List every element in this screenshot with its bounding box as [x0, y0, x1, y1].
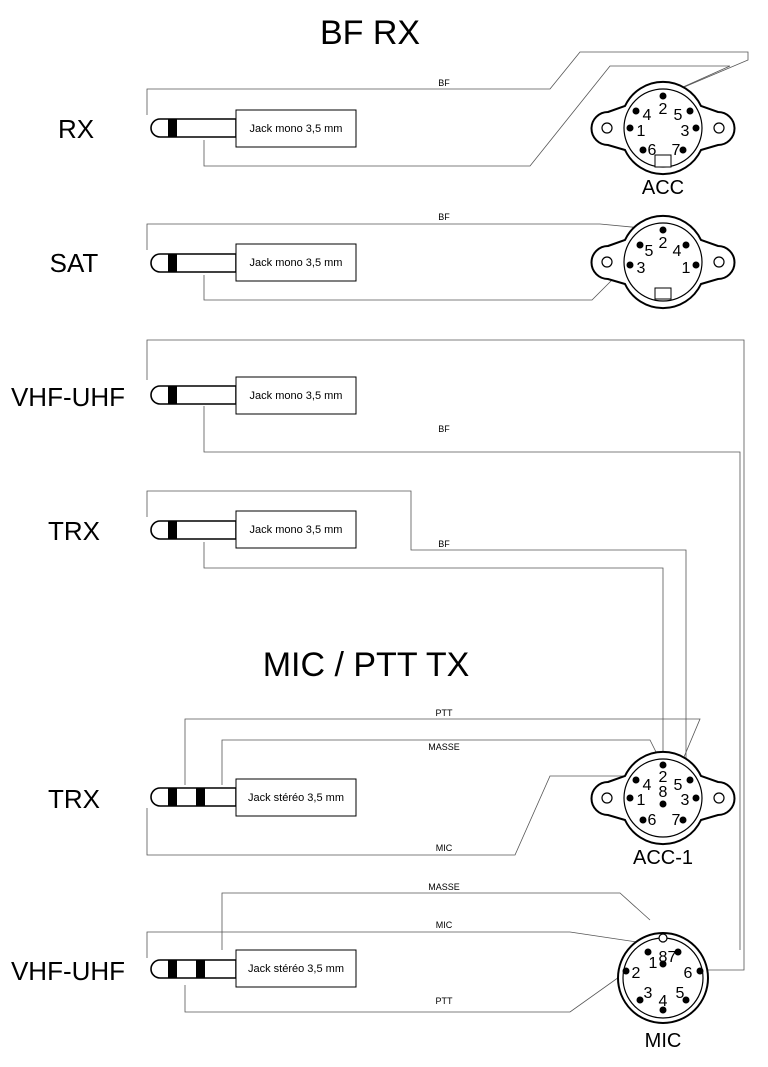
acc1-name: ACC-1 [633, 847, 693, 869]
mic-pin-4: 4 [659, 993, 668, 1010]
wire-trx-ptt [184, 718, 701, 785]
din-connector-acc-1: 2 4 5 8 1 3 6 7 ACC-1 [590, 750, 736, 869]
wire-trx-mic [146, 775, 640, 856]
mic-pin-2: 2 [632, 965, 641, 982]
acc1-pin-4: 4 [643, 777, 652, 794]
wire-label-ptt-2: PTT [436, 996, 454, 1006]
row-label-vhf-uhf-mono: VHF-UHF [11, 382, 125, 412]
sat-pin-5: 5 [645, 243, 654, 260]
jack-label-trx-mono: Jack mono 3,5 mm [250, 524, 343, 536]
din-connector-sat: 2 5 4 3 1 [590, 214, 736, 310]
jack-label-rx: Jack mono 3,5 mm [250, 123, 343, 135]
mic-pin-3: 3 [644, 985, 653, 1002]
row-label-trx-stereo: TRX [48, 784, 100, 814]
jack-label-sat: Jack mono 3,5 mm [250, 257, 343, 269]
row-label-vhf-uhf-stereo: VHF-UHF [11, 956, 125, 986]
wire-vhf-mic [146, 931, 651, 958]
row-label-trx-mono: TRX [48, 516, 100, 546]
wire-sat-bf [146, 223, 664, 250]
wire-vhf-ptt [184, 964, 637, 1013]
acc-pin-2: 2 [659, 101, 668, 118]
section-title-mic-ptt-tx: MIC / PTT TX [263, 646, 470, 684]
acc-pin-4: 4 [643, 107, 652, 124]
acc-pin-7: 7 [672, 142, 681, 159]
jack-sat: Jack mono 3,5 mm [150, 243, 357, 282]
acc1-pin-5: 5 [674, 777, 683, 794]
wire-label-mic-2: MIC [436, 920, 453, 930]
acc-pin-6: 6 [648, 142, 657, 159]
mic-pin-5: 5 [676, 985, 685, 1002]
mic-pin-7: 7 [668, 949, 677, 966]
jack-label-trx-stereo: Jack stéréo 3,5 mm [248, 792, 344, 804]
wire-trx-ground [203, 542, 664, 762]
acc1-pin-3: 3 [681, 792, 690, 809]
wire-vhf-masse [221, 892, 651, 950]
acc1-pin-8: 8 [659, 784, 668, 801]
wire-label-masse-1: MASSE [428, 742, 460, 752]
acc-pin-5: 5 [674, 107, 683, 124]
row-label-rx: RX [58, 114, 94, 144]
din-connector-mic: 8 1 7 2 6 3 5 4 MIC [617, 932, 709, 1052]
sat-pin-2: 2 [659, 235, 668, 252]
wire-sat-ground [203, 271, 621, 301]
wire-rx-ground [203, 65, 731, 167]
wire-label-ptt-1: PTT [436, 708, 454, 718]
jack-trx-stereo: Jack stéréo 3,5 mm [150, 778, 357, 817]
wire-vhf-ground [203, 406, 741, 950]
section-title-bf-rx: BF RX [320, 14, 420, 52]
jack-vhf-uhf-stereo: Jack stéréo 3,5 mm [150, 949, 357, 988]
acc-pin-3: 3 [681, 123, 690, 140]
acc1-pin-6: 6 [648, 812, 657, 829]
jack-trx-mono: Jack mono 3,5 mm [150, 510, 357, 549]
mic-pin-6: 6 [684, 965, 693, 982]
wire-vhf-bf [146, 339, 745, 971]
jack-vhf-uhf-mono: Jack mono 3,5 mm [150, 376, 357, 415]
wire-label-masse-2: MASSE [428, 882, 460, 892]
row-label-sat: SAT [50, 248, 99, 278]
wire-label-bf-3: BF [438, 424, 450, 434]
acc1-pin-7: 7 [672, 812, 681, 829]
jack-rx: Jack mono 3,5 mm [150, 109, 357, 148]
jack-label-vhf-uhf-mono: Jack mono 3,5 mm [250, 390, 343, 402]
sat-pin-1: 1 [682, 260, 691, 277]
wires [146, 51, 749, 1013]
wire-label-bf-4: BF [438, 539, 450, 549]
mic-pin-8: 8 [659, 949, 668, 966]
jack-label-vhf-uhf-stereo: Jack stéréo 3,5 mm [248, 963, 344, 975]
acc-pin-1: 1 [637, 123, 646, 140]
wire-label-bf-2: BF [438, 212, 450, 222]
acc1-pin-2: 2 [659, 769, 668, 786]
acc1-pin-1: 1 [637, 792, 646, 809]
wire-rx-bf [146, 51, 749, 115]
din-connector-acc: 2 4 5 1 3 6 7 ACC [590, 80, 736, 199]
sat-pin-3: 3 [637, 260, 646, 277]
wire-trx-bf [146, 490, 687, 780]
sat-pin-4: 4 [673, 243, 682, 260]
wire-trx-masse [221, 739, 662, 785]
mic-name: MIC [645, 1030, 682, 1052]
wire-label-bf-1: BF [438, 78, 450, 88]
acc-name: ACC [642, 177, 684, 199]
mic-pin-1: 1 [649, 955, 658, 972]
wire-label-mic-1: MIC [436, 843, 453, 853]
